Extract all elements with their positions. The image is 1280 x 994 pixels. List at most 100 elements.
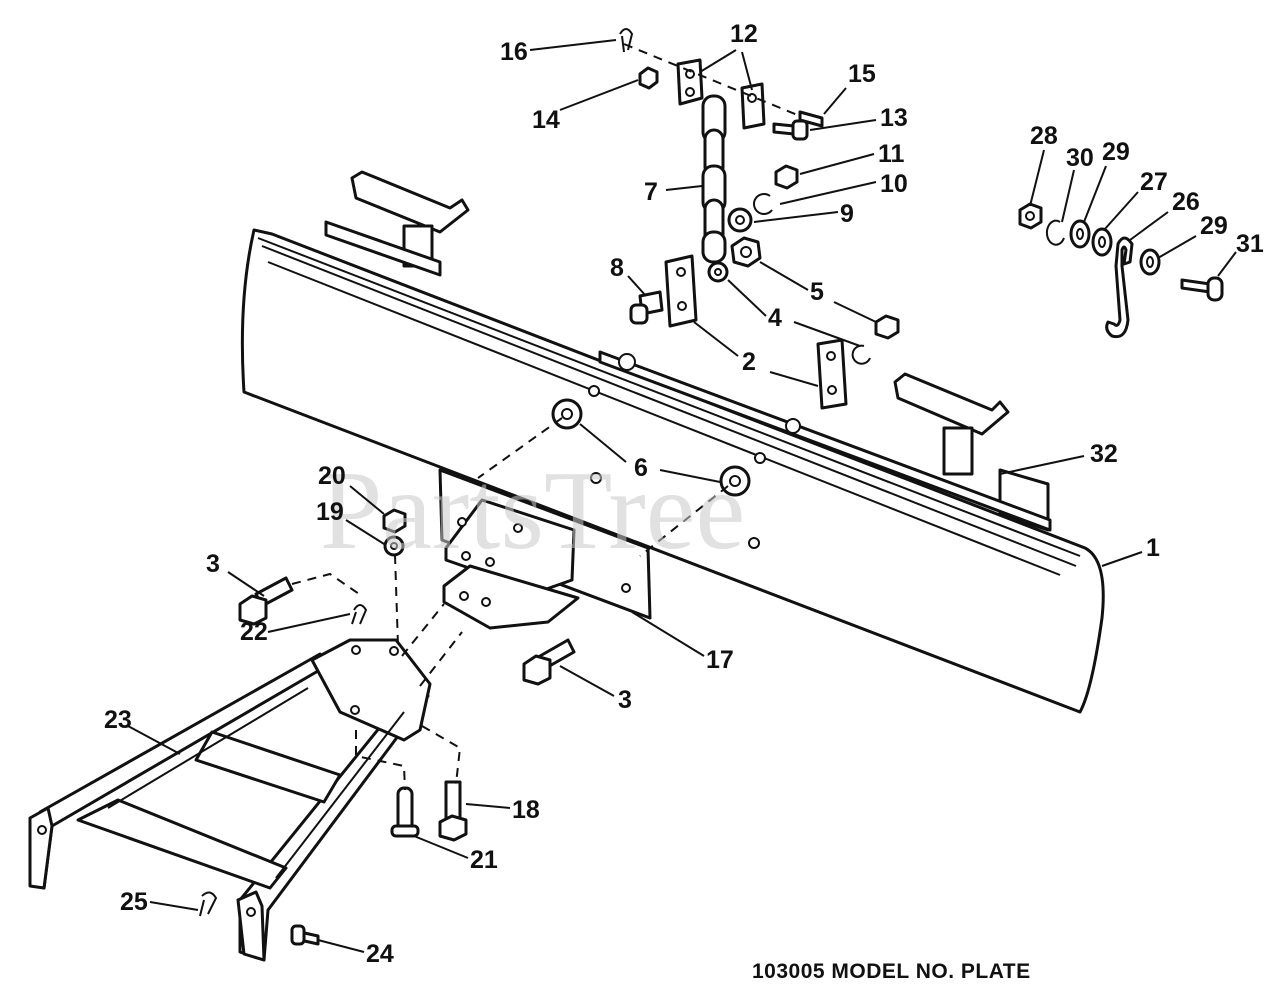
callout-14: 14 xyxy=(532,106,560,134)
callout-11: 11 xyxy=(878,140,905,168)
push-frame-tab-hole-left xyxy=(37,825,47,835)
callout-3-lower: 3 xyxy=(618,686,632,714)
leader-13 xyxy=(809,119,877,131)
blade-rib xyxy=(598,350,1052,532)
bolt-13 xyxy=(772,122,796,136)
callout-16: 16 xyxy=(500,38,528,66)
chain-bracket-12-left xyxy=(676,58,704,106)
blade-pivot-hole-right xyxy=(785,418,801,434)
dozer-blade xyxy=(240,170,1105,714)
washer-27-hole xyxy=(1098,236,1106,248)
pivot-frame-hole-2 xyxy=(485,557,495,567)
leader-31 xyxy=(1217,251,1237,277)
callout-22: 22 xyxy=(240,618,268,646)
chain-bracket-12-left-hole-2 xyxy=(685,87,695,97)
callout-27: 27 xyxy=(1140,168,1168,196)
pivot-frame-hole-3 xyxy=(459,591,469,601)
push-frame-nose xyxy=(310,638,432,742)
pivot-frame-lower-bracket xyxy=(442,564,580,630)
lock-washer-10 xyxy=(753,193,773,215)
pivot-frame-hole-4 xyxy=(481,597,491,607)
callout-1: 1 xyxy=(1146,534,1160,562)
callout-21: 21 xyxy=(470,846,498,874)
hairpin-16-icon xyxy=(619,28,634,53)
push-frame-inner-line xyxy=(107,687,309,809)
leader-11 xyxy=(799,153,875,175)
washer-29-left-hole xyxy=(1076,228,1084,240)
lock-washer-4-lower xyxy=(851,344,871,365)
leader-23 xyxy=(127,725,181,755)
leader-32 xyxy=(999,455,1085,475)
nut-20 xyxy=(382,508,407,534)
chain-bracket-2-lower xyxy=(816,338,848,410)
push-frame-inner-line-2 xyxy=(275,711,405,879)
hairpin-22-icon xyxy=(351,604,368,625)
leader-26 xyxy=(1129,211,1169,241)
callout-5-top: 5 xyxy=(810,278,824,306)
washer-29-right-hole xyxy=(1146,256,1154,268)
callout-12: 12 xyxy=(730,20,758,48)
bolt-31-head xyxy=(1206,276,1224,302)
blade-hole-3 xyxy=(754,452,766,464)
assembly-line-pivot-left xyxy=(401,603,445,657)
callout-25: 25 xyxy=(120,888,148,916)
leader-29-right xyxy=(1157,235,1197,259)
leader-18 xyxy=(465,803,511,809)
chain-bracket-12-right xyxy=(740,82,766,130)
assembly-line-18 xyxy=(421,725,462,785)
callout-10: 10 xyxy=(880,170,908,198)
push-frame-hole-3 xyxy=(350,705,360,715)
nut-5-top-hole xyxy=(740,246,752,258)
blade-top-edge xyxy=(257,237,1081,557)
chain-bracket-2-lower-hole-1 xyxy=(826,351,836,361)
blade-back-plate-left xyxy=(324,220,442,277)
callout-13: 13 xyxy=(880,104,908,132)
leader-3-lower xyxy=(559,665,615,697)
blade-pivot-hole-left xyxy=(618,353,636,371)
leader-8 xyxy=(627,275,647,297)
bolt-18-head xyxy=(438,814,468,842)
assembly-line-pivot-right xyxy=(419,631,463,687)
leader-15 xyxy=(823,87,847,115)
chain-bracket-2-top-hole-1 xyxy=(676,267,686,277)
washer-6-left-hole xyxy=(561,408,573,420)
leader-29-left xyxy=(1083,165,1107,223)
leader-9 xyxy=(753,211,839,223)
washer-19-hole xyxy=(390,542,398,550)
washer-9-hole xyxy=(735,215,745,225)
lift-chain xyxy=(701,94,727,264)
bolt-31 xyxy=(1180,278,1212,294)
leader-5-lower xyxy=(833,301,877,323)
pivot-frame-hole-6 xyxy=(457,517,467,527)
blade-top-edge-2 xyxy=(261,245,1077,567)
leader-17 xyxy=(631,611,705,657)
leader-4-top xyxy=(727,279,767,317)
assembly-line-6-right xyxy=(639,485,729,557)
bolt-3-upper-head xyxy=(238,594,268,626)
watermark: PartsTree xyxy=(320,449,745,573)
leader-24 xyxy=(317,939,365,953)
blade-curve-line xyxy=(267,261,1061,576)
callout-30: 30 xyxy=(1066,144,1094,172)
blade-handle-right-post xyxy=(942,426,974,476)
leader-2-top xyxy=(693,321,739,357)
nut-28-hole xyxy=(1025,211,1035,221)
leader-16 xyxy=(529,39,617,51)
callout-17: 17 xyxy=(706,646,734,674)
nut-14 xyxy=(638,66,659,90)
leader-4-lower xyxy=(793,321,861,347)
hairpin-25-icon xyxy=(199,891,218,917)
lock-washer-4-top-hole xyxy=(714,268,722,276)
callout-31: 31 xyxy=(1236,230,1264,258)
callout-28: 28 xyxy=(1030,122,1058,150)
blade-handle-left xyxy=(350,170,470,234)
leader-lines xyxy=(127,39,1237,953)
blade-hole-2 xyxy=(590,472,602,484)
nut-5-lower xyxy=(874,314,900,340)
pivot-frame-hole-1 xyxy=(461,551,471,561)
lock-washer-30 xyxy=(1045,219,1065,246)
leader-2-lower xyxy=(769,371,819,387)
callout-20: 20 xyxy=(318,462,346,490)
leader-12-b xyxy=(741,51,753,91)
